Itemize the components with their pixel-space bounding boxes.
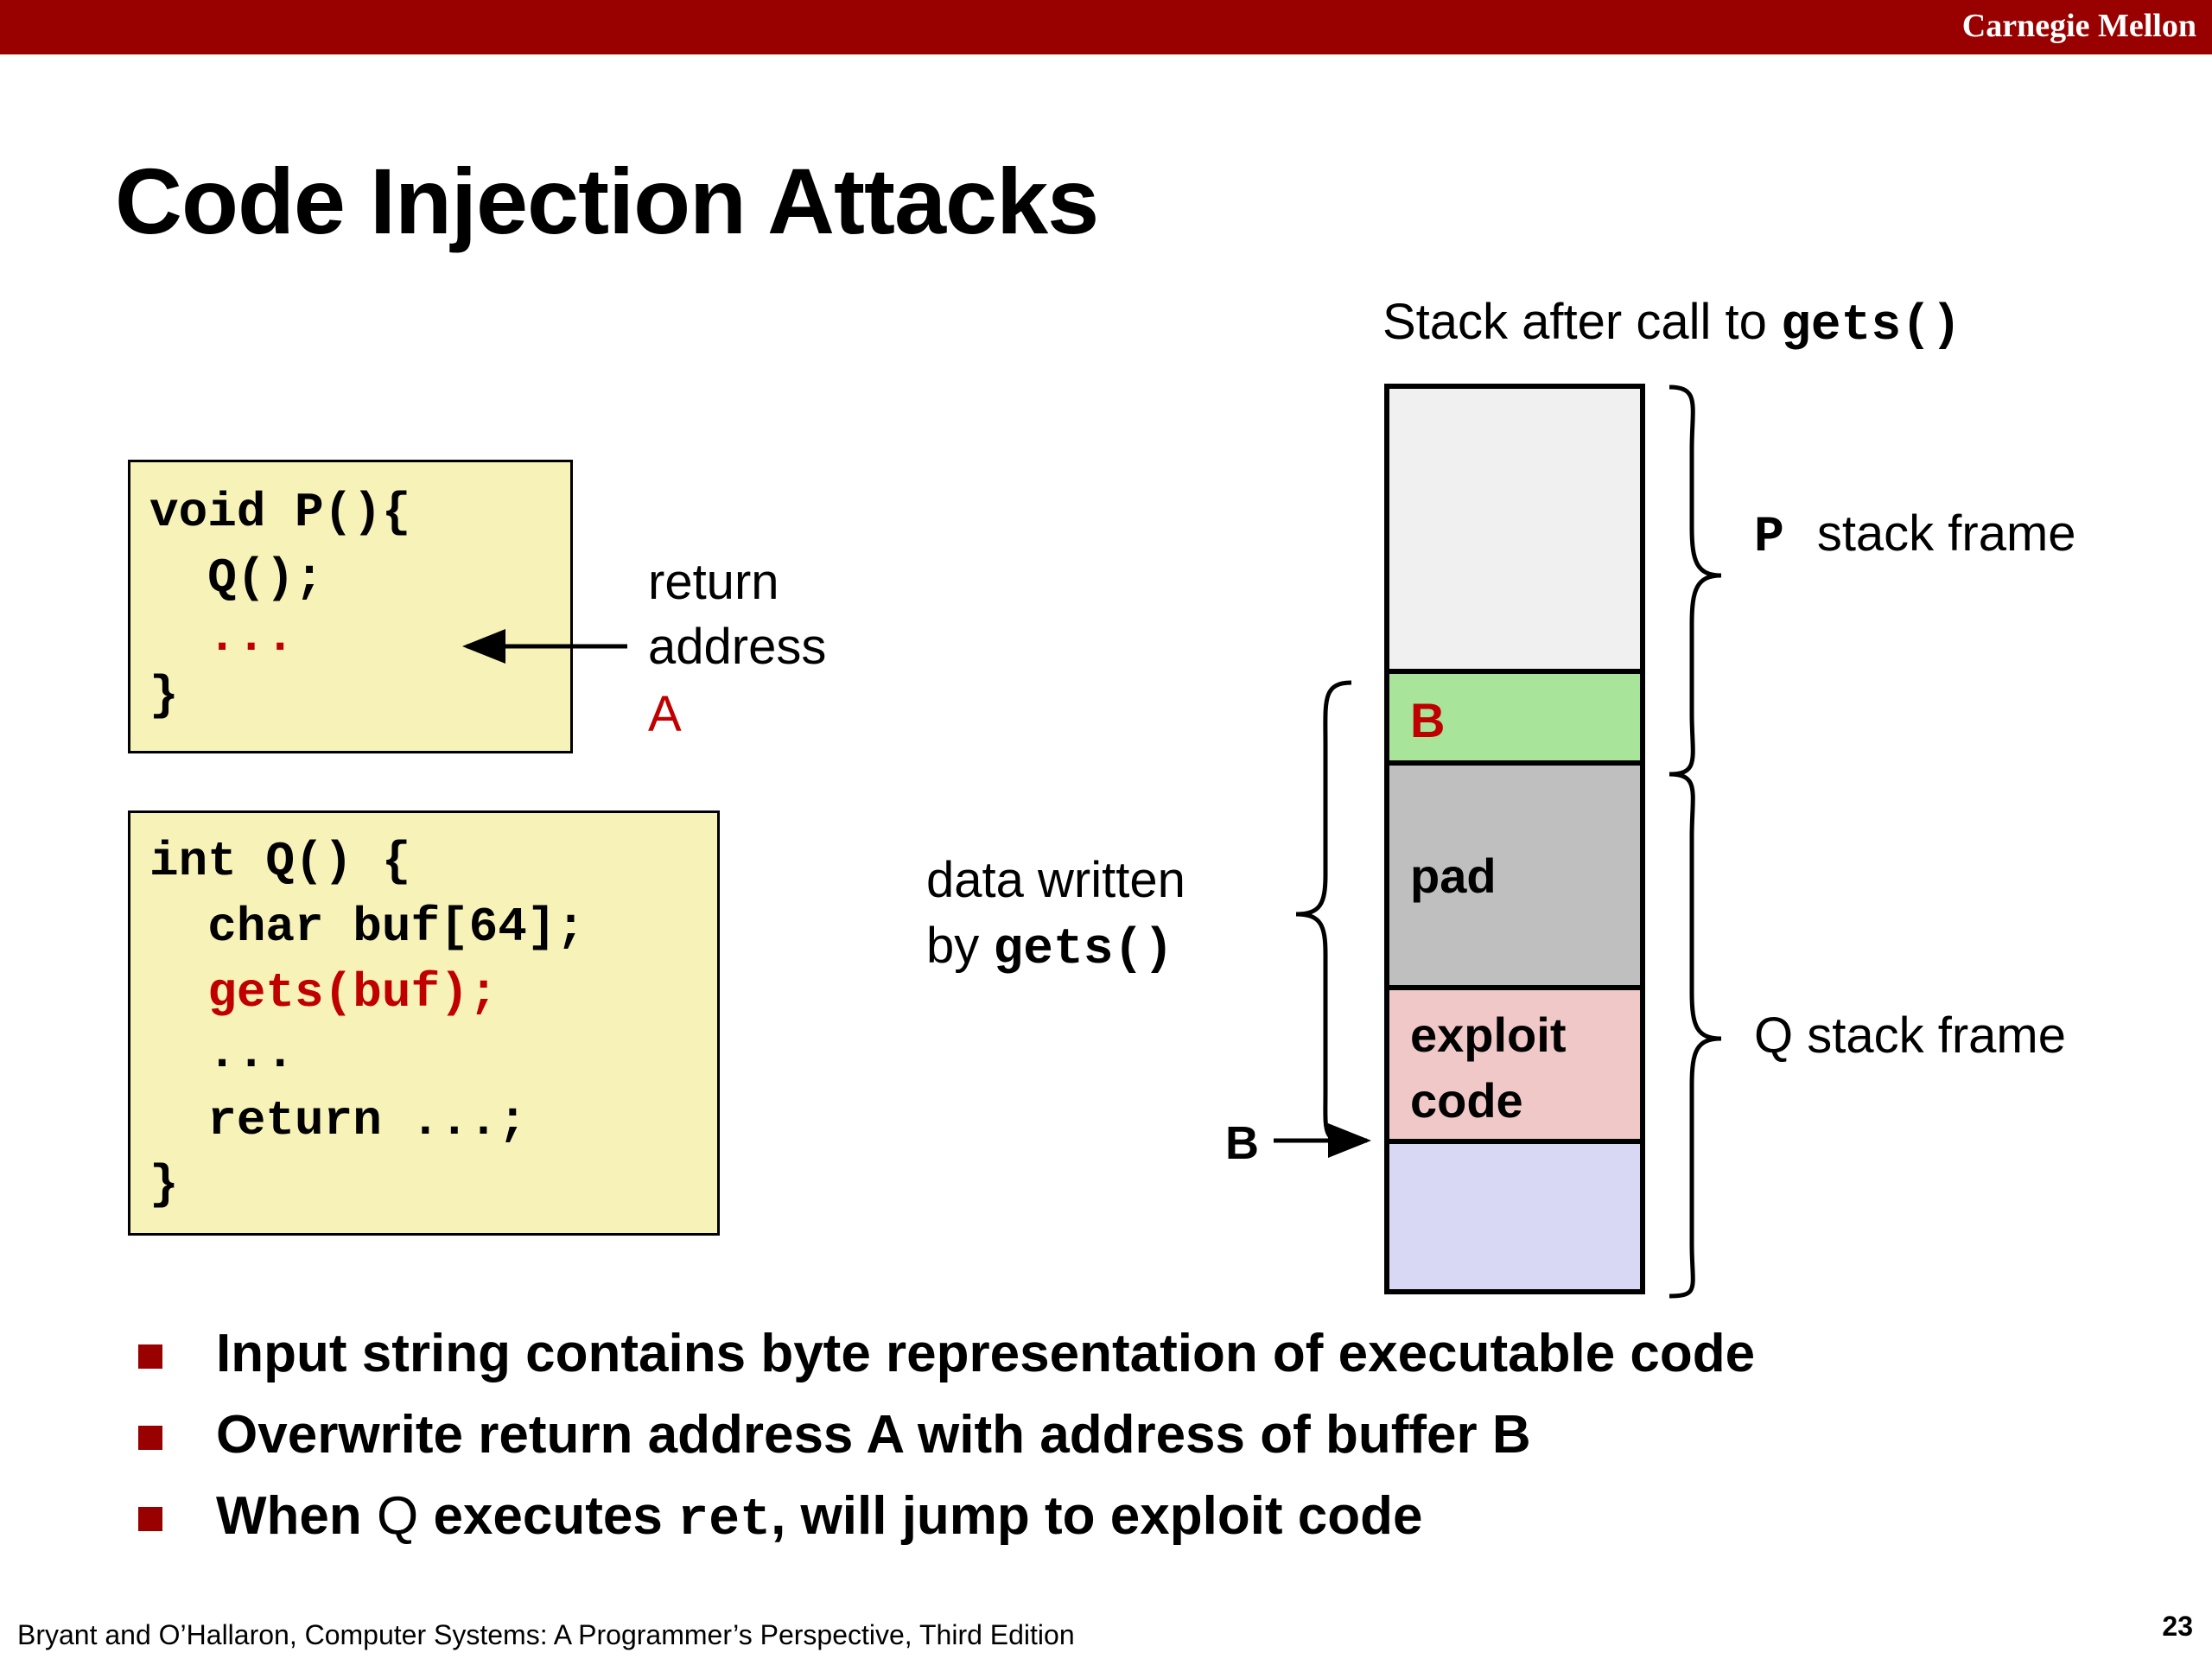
return-address-letter: A <box>648 686 682 742</box>
code-q-line-6: } <box>149 1157 179 1212</box>
p-frame-text: stack frame <box>1816 505 2076 562</box>
footer-citation: Bryant and O’Hallaron, Computer Systems:… <box>17 1619 1075 1650</box>
code-q-line-5: return ...; <box>149 1093 527 1148</box>
return-label-line-2: address <box>648 619 827 675</box>
stack-block-exploit-line-2: code <box>1410 1073 1523 1128</box>
data-written-by: by <box>926 918 994 974</box>
bullet-3-code: ret <box>677 1491 772 1550</box>
bullet-3-q: Q <box>376 1486 419 1546</box>
stack-caption-prefix: Stack after call to <box>1382 294 1781 350</box>
stack-block-bottom <box>1384 1139 1645 1294</box>
bullet-1: Input string contains byte representatio… <box>216 1324 1756 1383</box>
bullet-3-mid: executes <box>418 1486 678 1546</box>
code-p-line-4: } <box>149 668 179 723</box>
code-q-line-1: int Q() { <box>149 834 411 889</box>
header-bar: Carnegie Mellon <box>0 0 2212 54</box>
stack-caption: Stack after call to gets() <box>1382 297 1961 352</box>
data-written-line-1: data written <box>926 852 1185 908</box>
code-p-line-3: ... <box>149 609 296 664</box>
stack-block-pad-label: pad <box>1410 849 1497 903</box>
stack-caption-func: gets() <box>1780 298 1961 354</box>
bullet-marker-1 <box>138 1344 162 1369</box>
bullet-3-pre: When <box>216 1486 377 1546</box>
data-written-brace <box>1295 680 1352 1145</box>
data-written-func: gets() <box>993 922 1174 978</box>
data-written-line-2: by gets() <box>926 921 1173 976</box>
code-box-p: void P(){ Q(); ... } <box>128 460 573 753</box>
return-label-line-1: return <box>648 554 779 610</box>
code-q-line-2: char buf[64]; <box>149 899 586 955</box>
stack-block-pad: pad <box>1384 760 1645 990</box>
bullet-marker-3 <box>138 1507 162 1531</box>
p-frame-letter: P <box>1754 510 1784 566</box>
bullet-2: Overwrite return address A with address … <box>216 1405 1531 1465</box>
bullet-3-post: , will jump to exploit code <box>771 1486 1423 1546</box>
bullet-marker-2 <box>138 1426 162 1450</box>
code-p-line-1: void P(){ <box>149 485 411 540</box>
brand-name: Carnegie Mellon <box>1961 8 2196 44</box>
pointer-label-b: B <box>1225 1117 1259 1169</box>
q-frame-label: Q stack frame <box>1754 1011 2066 1061</box>
q-frame-brace <box>1669 772 1722 1299</box>
page-number: 23 <box>2162 1611 2193 1642</box>
q-frame-text: stack frame <box>1793 1007 2066 1064</box>
code-p-line-2: Q(); <box>149 550 324 606</box>
code-box-q: int Q() { char buf[64]; gets(buf); ... r… <box>128 810 720 1236</box>
stack-block-b-label: B <box>1410 693 1446 747</box>
code-q-line-3: gets(buf); <box>149 965 499 1020</box>
p-frame-brace <box>1669 385 1722 777</box>
slide-title: Code Injection Attacks <box>115 149 1099 253</box>
q-frame-letter: Q <box>1754 1007 1794 1064</box>
code-q-line-4: ... <box>149 1026 296 1081</box>
bullet-3: When Q executes ret, will jump to exploi… <box>216 1490 1423 1550</box>
stack-block-exploit-line-1: exploit <box>1410 1007 1567 1062</box>
